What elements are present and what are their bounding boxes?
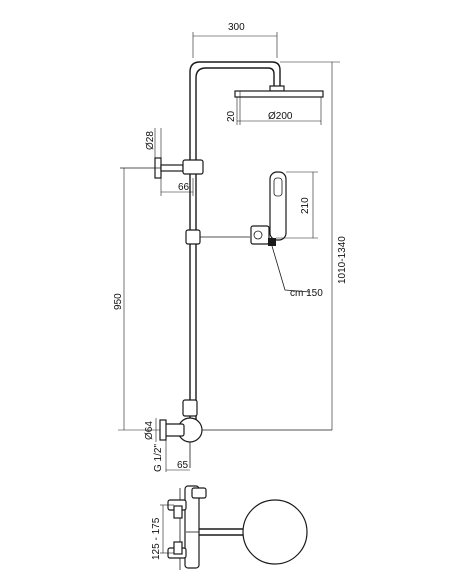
- hose-leader: [271, 245, 311, 293]
- dim-inlet-centers: 125 - 175: [151, 504, 174, 560]
- dim-arm-length: 300: [192, 22, 278, 58]
- label-mixer-height: 950: [113, 293, 124, 310]
- label-hose-length: cm 150: [290, 288, 323, 299]
- hand-shower: [250, 171, 287, 246]
- label-mixer-diameter: Ø64: [144, 421, 155, 440]
- dim-head-diameter: Ø200: [236, 97, 322, 125]
- label-head-diameter: Ø200: [268, 111, 293, 122]
- top-wall-bracket: [120, 157, 204, 179]
- mixer: [159, 399, 332, 468]
- top-view: 125 - 175: [151, 485, 308, 570]
- dim-total-height: 1010-1340: [280, 61, 348, 430]
- shower-head: [234, 85, 324, 98]
- riser-pipe: [189, 61, 281, 425]
- dim-mixer-offset: 65: [166, 460, 190, 471]
- dim-head-height: 20: [226, 91, 241, 125]
- dim-mixer-height: 950: [113, 168, 160, 431]
- dim-bracket-diameter: Ø28: [145, 128, 162, 158]
- dim-hand-shower-length: 210: [276, 171, 318, 239]
- top-view-shower-head: [242, 499, 308, 565]
- dim-mixer-diameter: Ø64: [144, 418, 157, 442]
- front-view: 300 20 Ø200 Ø28 66: [113, 22, 348, 472]
- label-mixer-offset: 65: [177, 460, 189, 471]
- label-total-height: 1010-1340: [337, 236, 348, 284]
- top-view-mixer: [167, 485, 207, 569]
- label-inlet-centers: 125 - 175: [151, 517, 162, 560]
- riser-pipe-inner: [195, 67, 275, 425]
- label-hand-shower-length: 210: [300, 197, 311, 214]
- label-head-height: 20: [226, 110, 237, 122]
- slider-holder: [185, 229, 250, 245]
- label-inlet-thread: G 1/2": [153, 444, 164, 472]
- label-bracket-diameter: Ø28: [145, 131, 156, 150]
- label-bracket-offset: 66: [178, 182, 190, 193]
- label-arm-length: 300: [228, 22, 245, 33]
- dim-bracket-offset: 66: [160, 178, 194, 196]
- dim-inlet-thread: G 1/2": [153, 440, 167, 472]
